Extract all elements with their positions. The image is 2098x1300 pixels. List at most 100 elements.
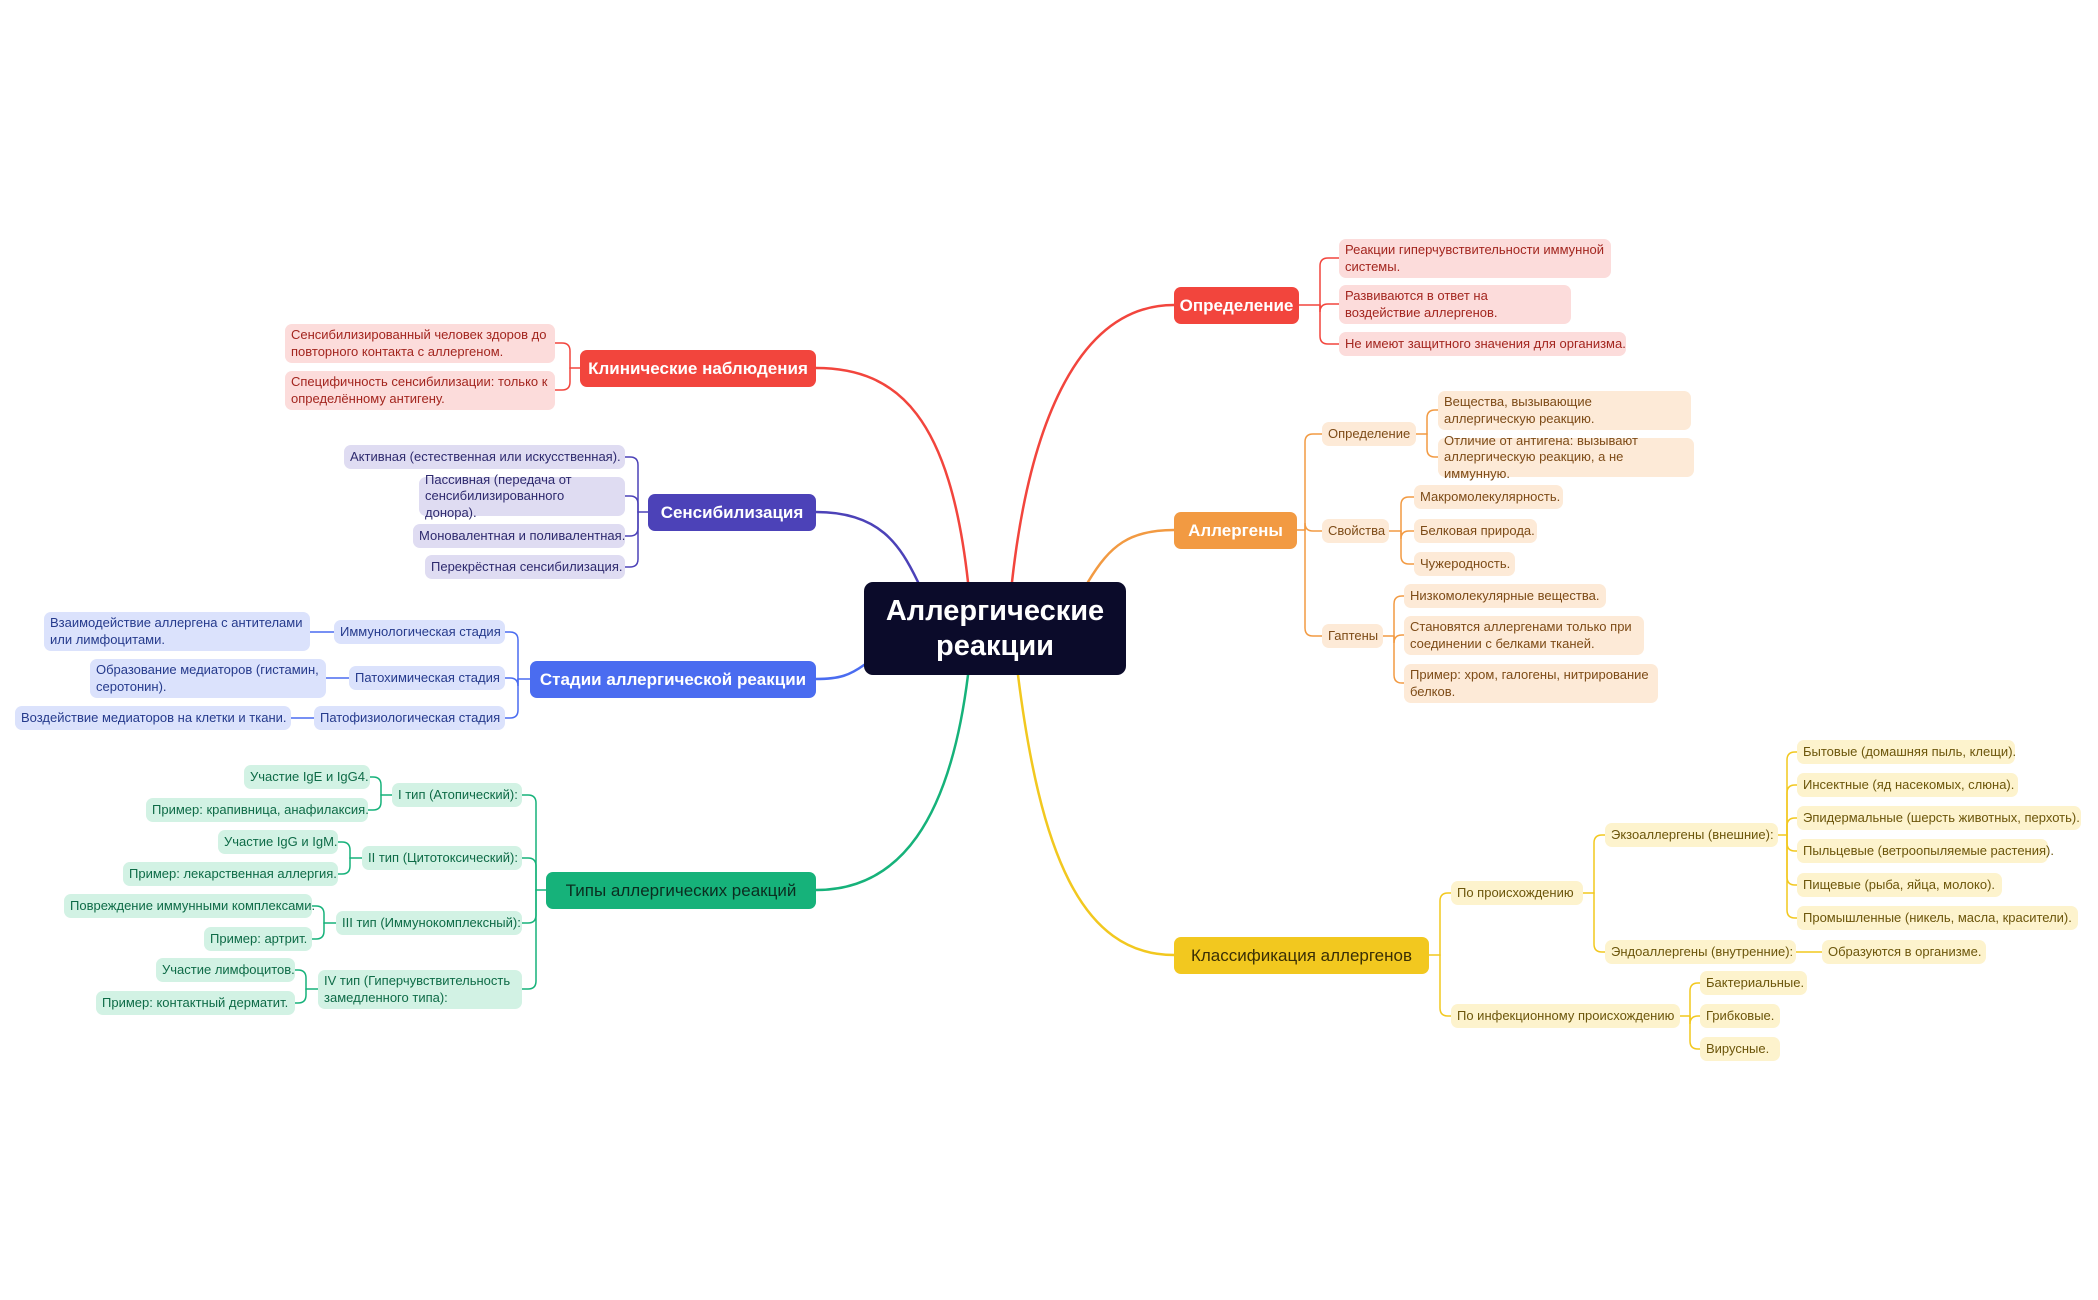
properties-bracket-line-2 — [1400, 530, 1415, 540]
definition-bracket-line-2 — [1319, 303, 1340, 313]
allergens-bracket-line-2 — [1304, 522, 1323, 532]
sensitization-bracket-line-3 — [624, 511, 639, 537]
definition-bracket-line-3 — [1319, 304, 1340, 345]
topic-clinical[interactable]: Клинические наблюдения — [580, 350, 816, 387]
types-bracket-line-3 — [521, 889, 537, 924]
exo-item-3[interactable]: Эпидермальные (шерсть животных, перхоть)… — [1797, 806, 2081, 830]
type-2-detail-1[interactable]: Участие IgG и IgM. — [218, 830, 338, 854]
type-1[interactable]: I тип (Атопический): — [392, 783, 522, 807]
exo-item-1[interactable]: Бытовые (домашняя пыль, клещи). — [1797, 740, 2016, 764]
classification-by-infection[interactable]: По инфекционному происхождению — [1451, 1004, 1680, 1028]
infection-bracket-line-1 — [1689, 982, 1701, 1017]
allergens-definition-item-2[interactable]: Отличие от антигена: вызывают аллергичес… — [1438, 433, 1694, 481]
type-1-detail-2[interactable]: Пример: крапивница, анафилаксия. — [146, 798, 369, 822]
type-3-detail-1[interactable]: Повреждение иммунными комплексами. — [64, 894, 315, 918]
haptens-bracket-line-3 — [1393, 635, 1405, 684]
types-bracket-line-1 — [521, 794, 537, 891]
classification-bracket-line-1 — [1439, 892, 1452, 956]
clinical-item-1[interactable]: Сенсибилизированный человек здоров до по… — [285, 324, 555, 363]
type-3[interactable]: III тип (Иммунокомплексный): — [336, 911, 522, 935]
stages-bracket-line-1 — [504, 631, 519, 680]
stage-1[interactable]: Иммунологическая стадия — [334, 620, 505, 644]
type-4-bracket-line-1 — [294, 969, 307, 990]
allergens-bracket-line-1 — [1304, 433, 1323, 531]
sensitization-item-3[interactable]: Моновалентная и поливалентная. — [413, 524, 625, 548]
exo-item-2[interactable]: Инсектные (яд насекомых, слюна). — [1797, 773, 2018, 797]
type-1-bracket-line-1 — [369, 776, 382, 796]
endoallergens[interactable]: Эндоаллергены (внутренние): — [1605, 940, 1796, 964]
clinical-bracket-line-2 — [554, 367, 571, 391]
sensitization-bracket-line-2 — [624, 495, 639, 513]
exo-bracket-line-5 — [1786, 834, 1798, 886]
exo-item-4[interactable]: Пыльцевые (ветроопыляемые растения). — [1797, 839, 2054, 863]
stage-3[interactable]: Патофизиологическая стадия — [314, 706, 505, 730]
central-topic[interactable]: Аллергические реакции — [864, 582, 1126, 675]
exo-item-6[interactable]: Промышленные (никель, масла, красители). — [1797, 906, 2078, 930]
topic-definition[interactable]: Определение — [1174, 287, 1299, 324]
link-sensitization — [814, 510, 920, 584]
hapten-item-2[interactable]: Становятся аллергенами только при соедин… — [1404, 616, 1644, 655]
endo-item-1[interactable]: Образуются в организме. — [1822, 940, 1986, 964]
topic-classification[interactable]: Классификация аллергенов — [1174, 937, 1429, 974]
type-3-bracket-line-2 — [311, 922, 325, 940]
topic-stages[interactable]: Стадии аллергической реакции — [530, 661, 816, 698]
hapten-item-3[interactable]: Пример: хром, галогены, нитрирование бел… — [1404, 664, 1658, 703]
link-clinical — [814, 366, 970, 584]
type-2[interactable]: II тип (Цитотоксический): — [362, 846, 522, 870]
topic-types[interactable]: Типы аллергических реакций — [546, 872, 816, 909]
topic-allergens[interactable]: Аллергены — [1174, 512, 1297, 549]
origin-bracket-line-2 — [1593, 892, 1606, 953]
infection-item-1[interactable]: Бактериальные. — [1700, 971, 1807, 995]
property-item-2[interactable]: Белковая природа. — [1414, 519, 1537, 543]
sensitization-bracket-line-1 — [624, 456, 639, 513]
stages-bracket-line-3 — [504, 678, 519, 719]
allergens-definition-item-1[interactable]: Вещества, вызывающие аллергическую реакц… — [1438, 391, 1691, 430]
sensitization-item-4[interactable]: Перекрёстная сенсибилизация. — [425, 555, 625, 579]
type-2-detail-2[interactable]: Пример: лекарственная аллергия. — [123, 862, 338, 886]
hapten-item-1[interactable]: Низкомолекулярные вещества. — [1404, 584, 1606, 608]
exo-item-5[interactable]: Пищевые (рыба, яйца, молоко). — [1797, 873, 2002, 897]
types-bracket-line-4 — [521, 889, 537, 990]
property-item-1[interactable]: Макромолекулярность. — [1414, 485, 1563, 509]
infection-item-2[interactable]: Грибковые. — [1700, 1004, 1780, 1028]
type-3-detail-2[interactable]: Пример: артрит. — [204, 927, 312, 951]
allergens-properties[interactable]: Свойства — [1322, 519, 1389, 543]
exo-bracket-line-6 — [1786, 834, 1798, 919]
type-4-detail-1[interactable]: Участие лимфоцитов. — [156, 958, 295, 982]
exoallergens[interactable]: Экзоаллергены (внешние): — [1605, 823, 1778, 847]
stage-1-detail[interactable]: Взаимодействие аллергена с антителами ил… — [44, 612, 310, 651]
link-stages — [814, 663, 866, 681]
definition-item-3[interactable]: Не имеют защитного значения для организм… — [1339, 332, 1626, 356]
allergens-haptens[interactable]: Гаптены — [1322, 624, 1383, 648]
sensitization-item-2[interactable]: Пассивная (передача от сенсибилизированн… — [419, 472, 625, 520]
properties-bracket-line-3 — [1400, 530, 1415, 565]
stages-bracket-line-2 — [504, 677, 519, 687]
topic-sensitization[interactable]: Сенсибилизация — [648, 494, 816, 531]
type-4-detail-2[interactable]: Пример: контактный дерматит. — [96, 991, 295, 1015]
classification-by-origin[interactable]: По происхождению — [1451, 881, 1583, 905]
type-3-bracket-line-1 — [311, 905, 325, 924]
infection-bracket-line-3 — [1689, 1015, 1701, 1050]
stage-2-detail[interactable]: Образование медиаторов (гистамин, серото… — [90, 659, 326, 698]
sensitization-bracket-line-4 — [624, 511, 639, 568]
stage-3-detail[interactable]: Воздействие медиаторов на клетки и ткани… — [15, 706, 291, 730]
definition-bracket-line-1 — [1319, 257, 1340, 306]
type-1-bracket-line-2 — [367, 794, 382, 811]
link-definition — [1010, 303, 1176, 584]
infection-bracket-line-2 — [1689, 1015, 1701, 1025]
property-item-3[interactable]: Чужеродность. — [1414, 552, 1515, 576]
exo-bracket-line-4 — [1786, 834, 1798, 852]
type-1-detail-1[interactable]: Участие IgE и IgG4. — [244, 765, 370, 789]
exo-bracket-line-2 — [1786, 784, 1798, 836]
definition-item-1[interactable]: Реакции гиперчувствительности иммунной с… — [1339, 239, 1611, 278]
clinical-item-2[interactable]: Специфичность сенсибилизации: только к о… — [285, 371, 555, 410]
type-2-bracket-line-1 — [337, 841, 351, 859]
sensitization-item-1[interactable]: Активная (естественная или искусственная… — [344, 445, 625, 469]
definition-item-2[interactable]: Развиваются в ответ на воздействие аллер… — [1339, 285, 1571, 324]
stage-2[interactable]: Патохимическая стадия — [349, 666, 505, 690]
infection-item-3[interactable]: Вирусные. — [1700, 1037, 1780, 1061]
type-4[interactable]: IV тип (Гиперчувствительность замедленно… — [318, 970, 522, 1009]
allergens-definition[interactable]: Определение — [1322, 422, 1416, 446]
